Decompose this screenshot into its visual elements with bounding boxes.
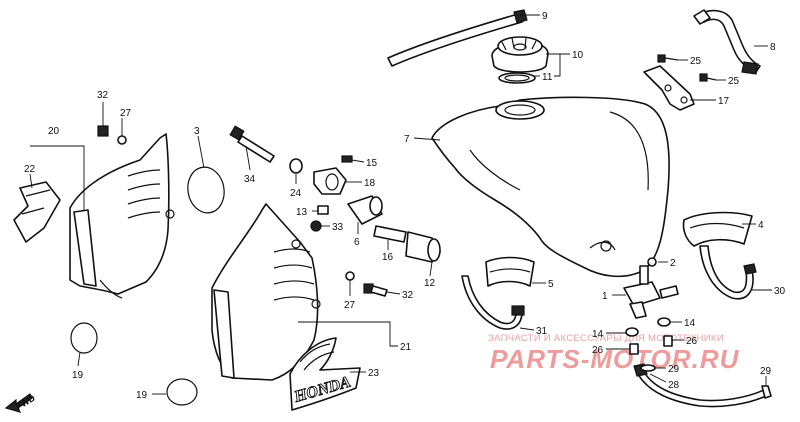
fwd-arrow: FWD bbox=[4, 393, 37, 413]
shroud-right bbox=[211, 203, 321, 381]
callout-20: 20 bbox=[48, 126, 60, 137]
callout-21: 21 bbox=[400, 342, 412, 353]
cap-gasket bbox=[498, 72, 536, 84]
bolt-32-right bbox=[363, 283, 388, 297]
clip-29-center bbox=[640, 364, 656, 372]
callout-8: 8 bbox=[770, 42, 776, 53]
callout-7: 7 bbox=[404, 134, 410, 145]
callout-16: 16 bbox=[382, 252, 394, 263]
washer-27-right bbox=[345, 271, 355, 281]
fuel-tube-31 bbox=[461, 275, 525, 330]
callout-9: 9 bbox=[542, 11, 548, 22]
clip-14-left bbox=[625, 327, 639, 337]
bolt-25-lower bbox=[699, 73, 717, 82]
bolt-32-left bbox=[97, 125, 109, 137]
o-ring-3 bbox=[187, 166, 225, 214]
screw-26-right bbox=[663, 335, 673, 347]
callout-30: 30 bbox=[774, 286, 786, 297]
valve-body-6 bbox=[347, 195, 383, 225]
callout-28: 28 bbox=[668, 380, 680, 391]
shroud-left bbox=[69, 133, 175, 299]
callout-25-lower: 25 bbox=[728, 76, 740, 87]
callout-2: 2 bbox=[670, 258, 676, 269]
callout-6: 6 bbox=[354, 237, 360, 248]
callout-27-right: 27 bbox=[344, 300, 356, 311]
fuel-tube-30 bbox=[699, 245, 757, 300]
washer-27-left bbox=[117, 135, 127, 145]
knob-12 bbox=[405, 231, 441, 263]
callout-23: 23 bbox=[368, 368, 380, 379]
clip-13 bbox=[317, 205, 329, 215]
honda-decal: HONDA bbox=[289, 337, 361, 411]
callout-12: 12 bbox=[424, 278, 436, 289]
watermark-site: PARTS-MOTOR.RU bbox=[490, 344, 740, 374]
decal-left bbox=[13, 181, 61, 243]
bolt-25-upper bbox=[657, 54, 679, 63]
clip-14-right bbox=[657, 317, 671, 327]
callout-numbers: 1 2 3 4 5 6 7 8 9 10 11 12 13 14 14 15 1… bbox=[24, 11, 786, 401]
callout-5: 5 bbox=[548, 279, 554, 290]
watermark-caption: ЗАПЧАСТИ И АКСЕССУАРЫ ДЛЯ МОТОТЕХНИКИ bbox=[488, 333, 724, 344]
callout-14-right: 14 bbox=[684, 318, 696, 329]
screw-15 bbox=[341, 155, 353, 163]
leader-lines bbox=[29, 14, 772, 395]
fuel-valve bbox=[623, 257, 679, 319]
callout-10: 10 bbox=[572, 50, 584, 61]
seal-16 bbox=[373, 225, 407, 243]
callout-26-right: 26 bbox=[686, 336, 698, 347]
callout-34: 34 bbox=[244, 174, 256, 185]
callout-4: 4 bbox=[758, 220, 764, 231]
callout-33: 33 bbox=[332, 222, 344, 233]
callout-32-left: 32 bbox=[97, 90, 109, 101]
callout-3: 3 bbox=[194, 126, 200, 137]
fuel-cap bbox=[491, 36, 549, 73]
watermark: ЗАПЧАСТИ И АКСЕССУАРЫ ДЛЯ МОТОТЕХНИКИ PA… bbox=[488, 333, 740, 374]
callout-25-upper: 25 bbox=[690, 56, 702, 67]
callout-32-right: 32 bbox=[402, 290, 414, 301]
callout-13: 13 bbox=[296, 207, 308, 218]
knee-pad-left bbox=[485, 256, 535, 287]
o-ring-19-left bbox=[70, 322, 98, 354]
fwd-label: FWD bbox=[14, 393, 37, 412]
callout-14-left: 14 bbox=[592, 329, 604, 340]
callout-24: 24 bbox=[290, 188, 302, 199]
callout-27-left: 27 bbox=[120, 108, 132, 119]
callout-22: 22 bbox=[24, 164, 36, 175]
callout-1: 1 bbox=[602, 291, 608, 302]
callout-31: 31 bbox=[536, 326, 548, 337]
callout-26-left: 26 bbox=[592, 345, 604, 356]
callout-29-center: 29 bbox=[668, 364, 680, 375]
callout-19-left: 19 bbox=[72, 370, 84, 381]
screw-26-left bbox=[629, 343, 639, 355]
callout-19-bottom: 19 bbox=[136, 390, 148, 401]
bolt-34 bbox=[229, 125, 275, 163]
o-ring-19-bottom bbox=[166, 378, 198, 406]
callout-11: 11 bbox=[542, 72, 553, 83]
callout-18: 18 bbox=[364, 178, 376, 189]
knee-pad-right bbox=[682, 211, 753, 247]
callout-17: 17 bbox=[718, 96, 730, 107]
mounting-bracket bbox=[643, 65, 695, 111]
callout-29-right: 29 bbox=[760, 366, 772, 377]
washer-24 bbox=[289, 158, 303, 174]
fuel-tank bbox=[431, 96, 670, 278]
lever-18 bbox=[313, 167, 347, 195]
screw-33 bbox=[310, 220, 322, 232]
tank-strap bbox=[693, 9, 761, 75]
callout-15: 15 bbox=[366, 158, 378, 169]
breather-tube bbox=[387, 9, 528, 67]
